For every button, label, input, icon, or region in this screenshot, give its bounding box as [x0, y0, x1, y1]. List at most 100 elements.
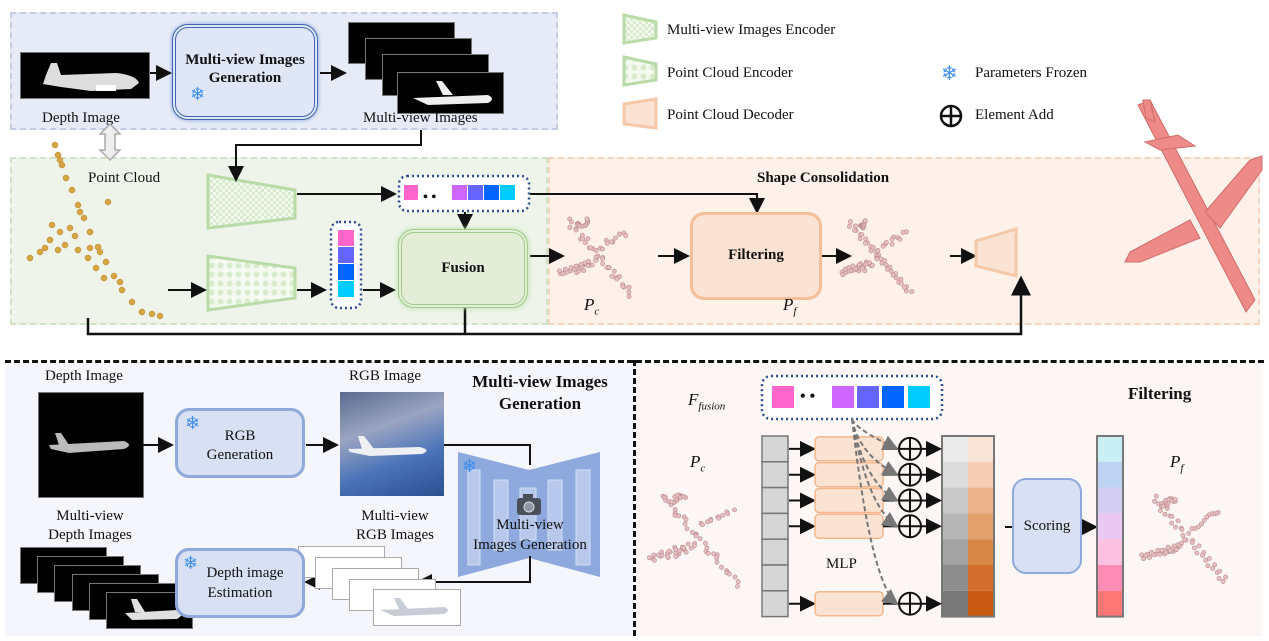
reconstructed-mesh-airplane	[1124, 99, 1263, 313]
legend-label-element-add: Element Add	[975, 107, 1054, 123]
point	[902, 285, 907, 290]
point	[593, 258, 598, 263]
point-token	[338, 247, 354, 263]
point	[1153, 493, 1159, 499]
score-cell	[1097, 590, 1123, 617]
point	[874, 256, 880, 262]
multiview-generation-label-line1: Multi-view Images	[185, 52, 305, 68]
point	[1199, 521, 1204, 527]
point-feature-cell	[761, 538, 789, 566]
feature-token	[882, 386, 904, 408]
point-feature-cell	[761, 486, 789, 515]
point	[897, 236, 903, 242]
point	[847, 219, 853, 225]
point	[580, 236, 586, 242]
point	[568, 265, 574, 270]
score-cell	[1097, 513, 1123, 540]
point	[573, 263, 579, 269]
point	[852, 227, 858, 233]
bidirectional-arrow-icon	[98, 122, 122, 162]
point	[681, 545, 687, 551]
gray-feature-cell	[942, 565, 968, 591]
point	[857, 236, 863, 242]
point	[898, 280, 904, 286]
fusion-label: Fusion	[441, 260, 485, 276]
point	[672, 512, 678, 518]
point	[880, 243, 886, 249]
multiview-images-encoder	[206, 173, 297, 230]
point	[868, 248, 874, 254]
pc-label: Pc	[584, 295, 600, 318]
feature-token	[857, 386, 879, 408]
scoring-label: Scoring	[1023, 518, 1071, 534]
point	[893, 275, 899, 281]
point	[1155, 547, 1161, 553]
gray-feature-cell	[942, 513, 968, 540]
gray-feature-cell	[942, 590, 968, 617]
point	[626, 284, 632, 290]
feature-column-outline	[941, 435, 995, 618]
point	[647, 555, 652, 561]
point	[593, 248, 599, 253]
point	[1216, 576, 1222, 581]
point	[1212, 562, 1218, 568]
point	[620, 284, 626, 289]
point	[900, 230, 906, 235]
feature-token	[908, 386, 930, 408]
rgb-generation-label-line1: RGB	[224, 428, 256, 444]
point-token	[338, 230, 354, 246]
point	[685, 541, 691, 547]
point	[582, 260, 588, 266]
point-feature-cell	[761, 461, 789, 489]
point	[856, 262, 862, 268]
point	[1141, 556, 1146, 562]
vertical-divider	[633, 360, 636, 636]
feature-token	[452, 185, 467, 200]
point	[651, 552, 657, 558]
ellipsis-dots: • •	[800, 388, 816, 405]
point	[1199, 552, 1205, 558]
orange-feature-cell	[968, 461, 994, 488]
score-cell	[1097, 436, 1123, 462]
point	[664, 553, 670, 559]
gray-feature-cell	[942, 487, 968, 514]
point	[1159, 547, 1165, 553]
green-dotted-trapezoid-icon	[622, 55, 658, 87]
point	[735, 579, 741, 585]
point	[585, 263, 591, 268]
snowflake-icon: ❄	[185, 413, 201, 434]
point	[842, 266, 848, 272]
point	[1196, 543, 1202, 549]
score-cell	[1097, 487, 1123, 514]
point	[611, 268, 617, 274]
orange-feature-cell	[968, 436, 994, 462]
gray-feature-cell	[942, 461, 968, 488]
point	[1182, 537, 1187, 543]
point	[1152, 498, 1158, 504]
point	[567, 225, 573, 230]
point	[609, 239, 614, 245]
circle-plus-icon	[939, 104, 963, 128]
depth-image-thumbnail	[20, 52, 150, 99]
point	[889, 241, 895, 247]
point	[714, 560, 720, 565]
camera-icon	[517, 494, 541, 515]
point	[850, 263, 856, 269]
point	[680, 494, 686, 499]
point	[669, 499, 675, 505]
point	[1194, 550, 1200, 556]
feature-token	[468, 185, 483, 200]
dashed-fusion-arrow	[851, 418, 899, 476]
point	[704, 519, 710, 525]
point	[909, 289, 915, 294]
filtering-label: Filtering	[728, 247, 784, 263]
dashed-fusion-arrow	[851, 418, 899, 605]
green-checker-trapezoid-icon	[622, 13, 658, 45]
depth-estimation-label-line2: Estimation	[207, 585, 273, 601]
score-cell	[1097, 539, 1123, 565]
legend-label-pc-decoder: Point Cloud Decoder	[667, 107, 794, 123]
point	[588, 245, 594, 251]
point	[584, 216, 590, 222]
point	[883, 240, 889, 245]
point	[557, 268, 562, 274]
